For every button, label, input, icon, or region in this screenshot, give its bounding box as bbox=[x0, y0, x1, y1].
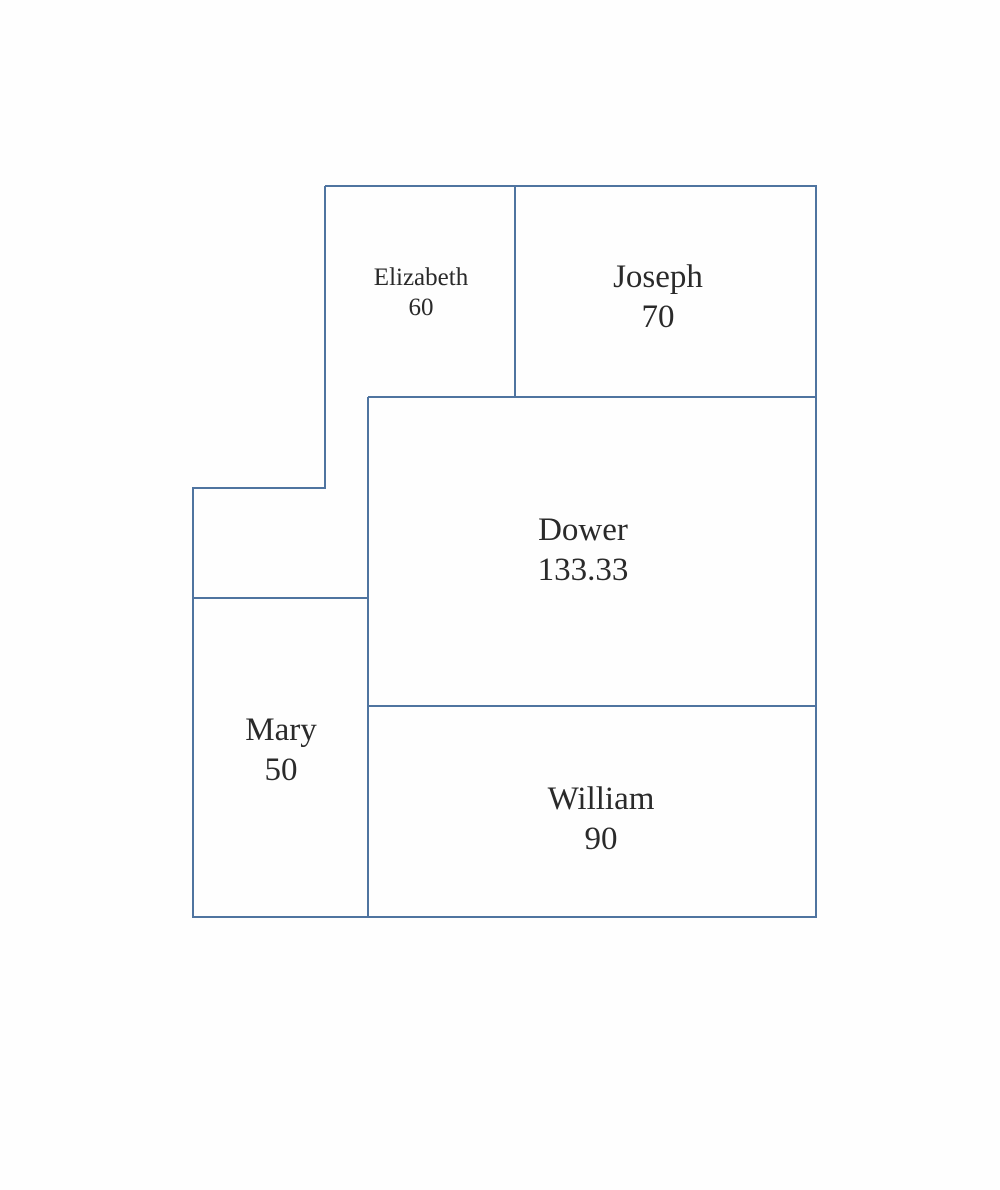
parcel-william: William 90 bbox=[548, 780, 655, 859]
parcel-name: William bbox=[547, 781, 655, 817]
parcel-value: 133.33 bbox=[537, 551, 629, 588]
parcel-value: 60 bbox=[408, 294, 434, 321]
parcel-value: 90 bbox=[584, 820, 618, 857]
parcel-name: Mary bbox=[245, 712, 317, 748]
parcel-dower: Dower 133.33 bbox=[538, 511, 629, 590]
parcel-joseph: Joseph 70 bbox=[613, 258, 703, 337]
parcel-name: Dower bbox=[538, 512, 628, 548]
parcel-value: 70 bbox=[641, 298, 675, 335]
parcel-name: Joseph bbox=[613, 259, 703, 295]
parcel-name: Elizabeth bbox=[373, 264, 469, 291]
parcel-value: 50 bbox=[264, 751, 298, 788]
parcel-elizabeth: Elizabeth 60 bbox=[374, 263, 468, 323]
outer-boundary bbox=[192, 185, 817, 918]
parcel-mary: Mary 50 bbox=[245, 711, 316, 790]
